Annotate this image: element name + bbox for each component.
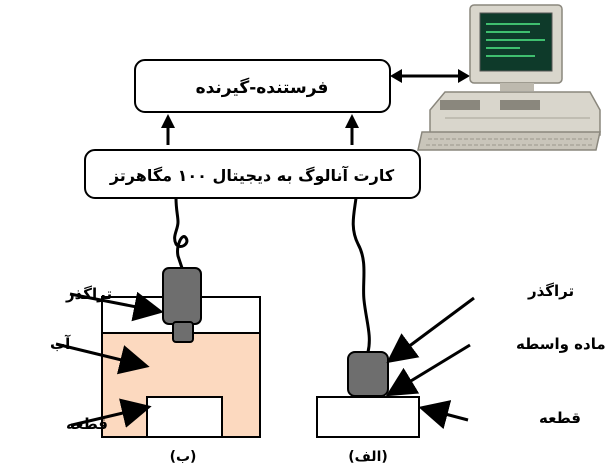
computer-link-arrow <box>390 69 470 83</box>
panel-b-water-arrow <box>55 342 150 375</box>
panel-a-transducer-label: تراگذر <box>527 282 574 300</box>
panel-b-transducer-arrow <box>69 291 164 322</box>
desktop-computer-icon <box>417 4 601 151</box>
transceiver-label: فرستنده-گیرنده <box>196 77 329 98</box>
transceiver-box: فرستنده-گیرنده <box>134 59 391 113</box>
panel-a-workpiece <box>316 396 420 438</box>
panel-b-transducer <box>162 267 202 343</box>
panel-a-transducer-arrow <box>386 296 475 364</box>
cable-b <box>173 197 189 269</box>
panel-a-caption: (الف) <box>348 449 388 465</box>
adc-to-transceiver-arrows <box>161 114 359 145</box>
panel-a-couplant-arrow <box>385 343 471 397</box>
adc-card-box: کارت آنالوگ به دیجیتال ۱۰۰ مگاهرتز <box>84 149 421 199</box>
panel-a-workpiece-label: قطعه <box>539 409 581 427</box>
panel-a-workpiece-arrow <box>418 400 469 430</box>
panel-b-workpiece <box>146 396 223 438</box>
panel-b-workpiece-arrow <box>71 398 152 428</box>
adc-card-label: کارت آنالوگ به دیجیتال ۱۰۰ مگاهرتز <box>109 165 395 185</box>
panel-a-couplant-label: ماده واسطه <box>516 335 606 353</box>
panel-a-transducer <box>347 351 389 397</box>
panel-b-caption: (ب) <box>170 449 197 465</box>
cable-a <box>351 197 371 353</box>
